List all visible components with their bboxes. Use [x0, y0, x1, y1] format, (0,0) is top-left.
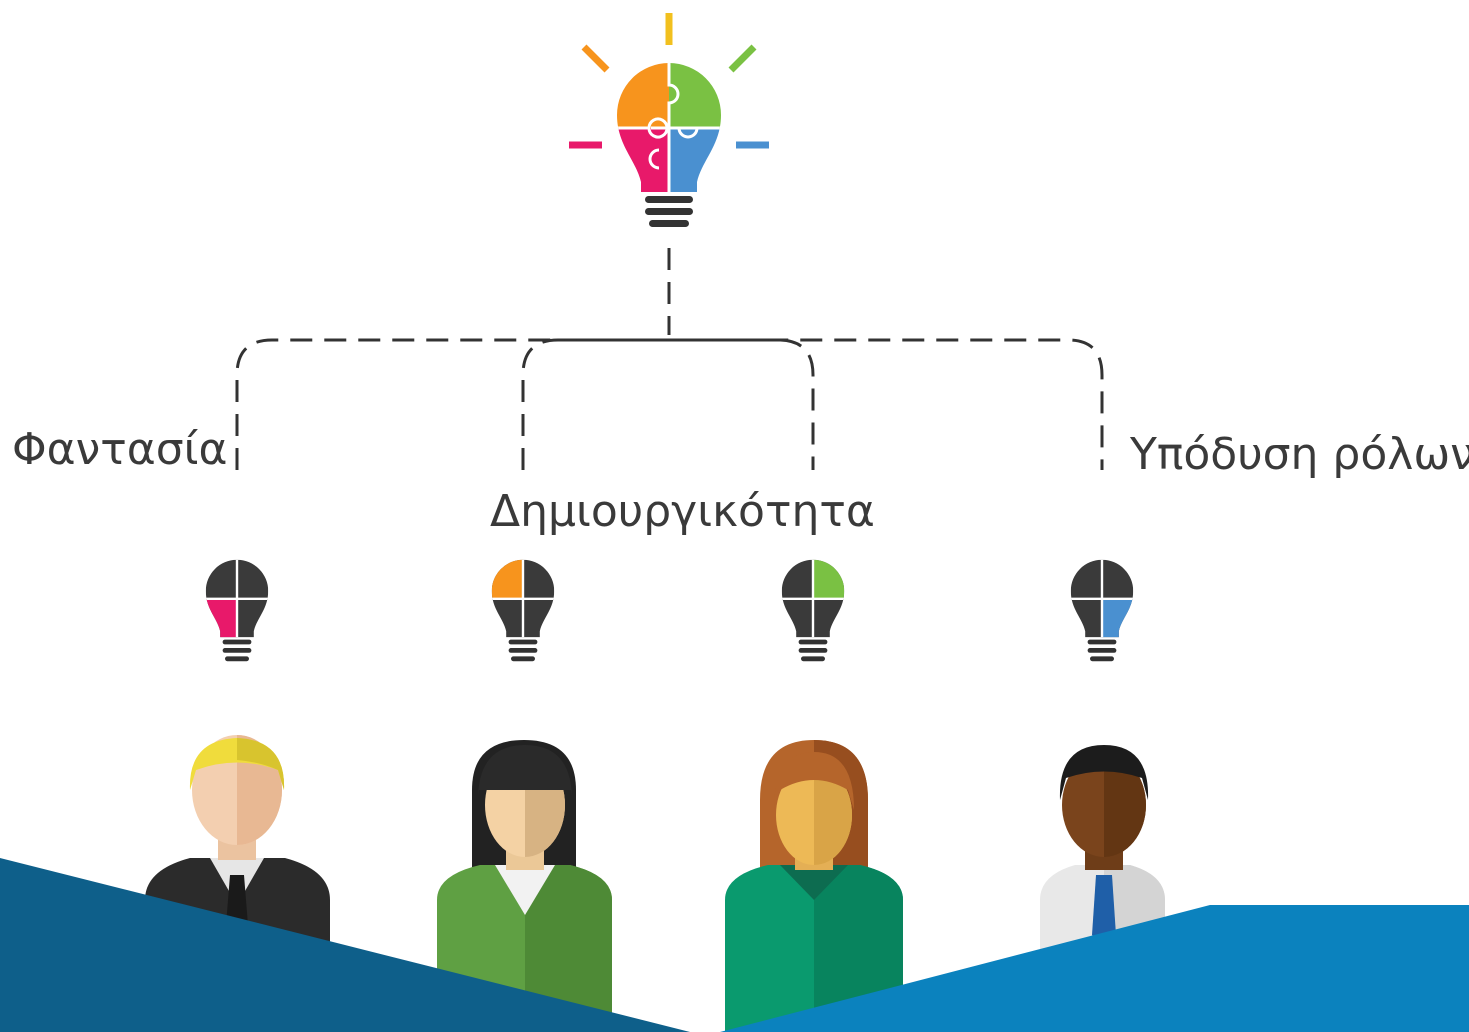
label-creativity: Δημιουργικότητα [490, 486, 875, 537]
partial-puzzle-lightbulb-icon [491, 559, 555, 638]
woman-auburn-icon [725, 740, 903, 1032]
main-lightbulb [569, 13, 769, 227]
woman-dark-hair-icon [437, 740, 612, 1032]
ray-top-right [728, 44, 757, 73]
partial-puzzle-lightbulb-icon [781, 559, 845, 638]
partial-puzzle-lightbulb-icon [205, 559, 269, 638]
label-fantasy: Φαντασία [12, 424, 228, 475]
banner-left [0, 858, 690, 1032]
connector-bracket-outer [235, 338, 1104, 470]
puzzle-lightbulb-icon [617, 63, 721, 192]
bottom-banner [0, 858, 1469, 1032]
label-roleplay: Υπόδυση ρόλων [1130, 429, 1469, 480]
small-lightbulb-orange [491, 559, 555, 662]
small-lightbulb-green [781, 559, 845, 662]
ray-top-left [581, 44, 610, 73]
banner-right [720, 905, 1469, 1032]
dashed-connectors [235, 248, 1104, 470]
partial-puzzle-lightbulb-icon [1070, 559, 1134, 638]
small-lightbulb-blue [1070, 559, 1134, 662]
small-lightbulb-pink [205, 559, 269, 662]
bulb-base [645, 196, 693, 227]
connector-bracket-inner [521, 338, 815, 470]
